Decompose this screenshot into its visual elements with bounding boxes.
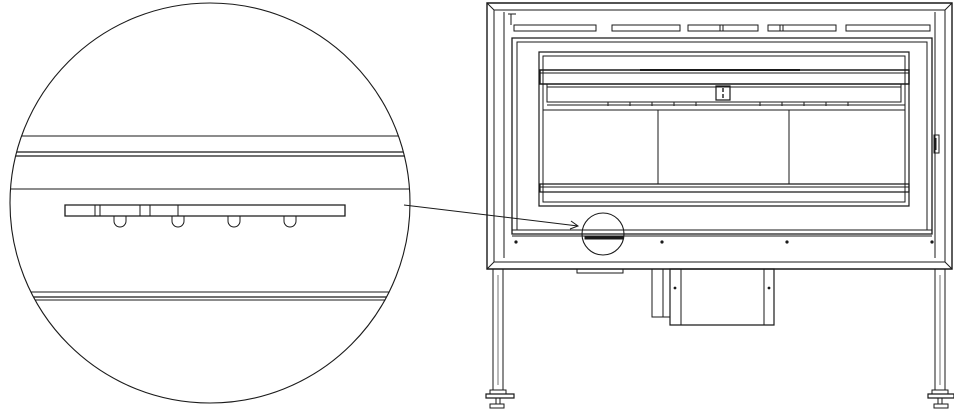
- firebrick-panels: [540, 110, 909, 192]
- door-hinge: [934, 135, 939, 153]
- lower-tab: [577, 269, 623, 273]
- firebox-opening: [539, 52, 909, 206]
- fireplace-outer-frame: [487, 3, 952, 269]
- glass-door: [512, 38, 932, 234]
- detail-magnifier: [0, 3, 420, 403]
- detail-magnifier-circle: [10, 3, 410, 403]
- baffle-plate: [540, 70, 909, 105]
- detail-leader-line: [404, 205, 578, 226]
- support-legs: [493, 269, 945, 390]
- fireplace-front-view: [486, 3, 954, 408]
- door-handle-latch: [716, 86, 730, 100]
- frame-screws: [514, 240, 934, 244]
- detail-magnifier-content: [0, 136, 420, 300]
- detail-target-circle: [582, 213, 624, 255]
- top-vent-strips: [508, 14, 930, 31]
- detail-leader-arrow: [570, 221, 578, 229]
- air-control-slider-detail: [65, 205, 345, 227]
- leveling-feet: [486, 390, 954, 408]
- ash-drawer-box: [652, 269, 774, 325]
- baffle-rivets: [608, 102, 848, 106]
